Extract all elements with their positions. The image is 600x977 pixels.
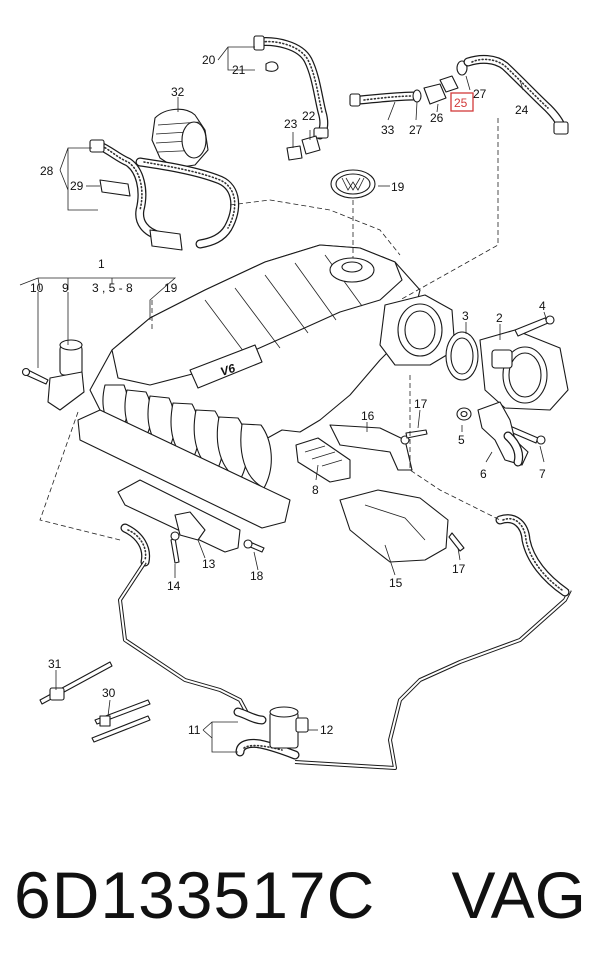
brand-label: VAG	[451, 858, 586, 932]
intake-manifold: V6	[77, 244, 456, 529]
bolt-17b	[448, 532, 465, 552]
o-ring-5	[456, 407, 472, 421]
callout-15: 15	[389, 576, 403, 590]
callout-6: 6	[480, 467, 487, 481]
cable-tie-30	[91, 699, 151, 743]
hose-33	[349, 91, 420, 107]
highlight-box-25	[450, 92, 474, 112]
bracket-15	[339, 489, 449, 563]
bolt-4	[514, 315, 555, 337]
cable-tie-31	[39, 661, 113, 705]
connector-22	[301, 135, 321, 155]
callout-5: 5	[458, 433, 465, 447]
callout-20: 20	[202, 53, 216, 67]
callout-labels: 20 21 32 23 22 28 29 33 27 26 25 27 24 1…	[30, 53, 546, 737]
callout-22: 22	[302, 109, 316, 123]
rail-13	[117, 479, 241, 553]
callout-31: 31	[48, 657, 62, 671]
bolt-10	[21, 367, 49, 385]
hose-28	[89, 139, 183, 251]
gasket-3	[445, 331, 479, 381]
bolt-17a	[405, 429, 428, 439]
callout-30: 30	[102, 686, 116, 700]
callout-21: 21	[232, 63, 246, 77]
callout-4: 4	[539, 299, 546, 313]
boot-32	[151, 108, 209, 169]
callout-19a: 19	[391, 180, 405, 194]
exploded-parts-diagram: V6	[19, 35, 572, 770]
engine-badge-text: V6	[219, 361, 238, 379]
callout-19b: 19	[164, 281, 178, 295]
pipe-main	[118, 560, 250, 716]
callout-28: 28	[40, 164, 54, 178]
footer: 6D133517C VAG	[0, 860, 600, 977]
clip-21	[265, 61, 279, 72]
valve-12	[269, 706, 309, 749]
hose-24	[463, 54, 569, 135]
callout-24: 24	[515, 103, 529, 117]
callout-33: 33	[381, 123, 395, 137]
callout-29: 29	[70, 179, 84, 193]
sensor-9	[47, 339, 85, 411]
callout-7: 7	[539, 467, 546, 481]
callout-1: 1	[98, 257, 105, 271]
bolt-7	[507, 425, 546, 445]
callout-10: 10	[30, 281, 44, 295]
callout-17b: 17	[452, 562, 466, 576]
throttle-body-2	[479, 329, 569, 411]
bolt-18	[243, 539, 265, 553]
valve-26	[423, 75, 459, 105]
callout-32: 32	[171, 85, 185, 99]
vw-emblem-19	[330, 169, 376, 199]
callout-16: 16	[361, 409, 375, 423]
callout-23: 23	[284, 117, 298, 131]
part-number: 6D133517C	[14, 858, 376, 932]
hose-11-lower	[235, 738, 300, 760]
callout-13: 13	[202, 557, 216, 571]
callout-27a: 27	[409, 123, 423, 137]
hose-20-22	[253, 35, 329, 140]
clip-29	[99, 179, 131, 197]
bolt-14	[170, 531, 180, 564]
callout-8: 8	[312, 483, 319, 497]
hose-right	[495, 514, 570, 597]
callout-3-5-8: 3 , 5 - 8	[92, 281, 133, 295]
elbow-6	[477, 401, 529, 467]
hose-28-upper	[135, 157, 240, 249]
gasket-8	[295, 437, 351, 483]
hose-11-upper	[233, 707, 267, 725]
callout-17a: 17	[414, 397, 428, 411]
callout-18: 18	[250, 569, 264, 583]
pipe-right	[294, 589, 572, 770]
clamp-27a	[412, 89, 422, 103]
callout-14: 14	[167, 579, 181, 593]
callout-26: 26	[430, 111, 444, 125]
leader-lines	[19, 46, 547, 753]
callout-25: 25	[454, 96, 468, 110]
hose-lower-left	[120, 523, 151, 567]
callout-11: 11	[188, 723, 201, 737]
clip-23	[286, 145, 303, 161]
callout-9: 9	[62, 281, 69, 295]
callout-27b: 27	[473, 87, 487, 101]
callout-3: 3	[462, 309, 469, 323]
callout-12: 12	[320, 723, 334, 737]
callout-2: 2	[496, 311, 503, 325]
